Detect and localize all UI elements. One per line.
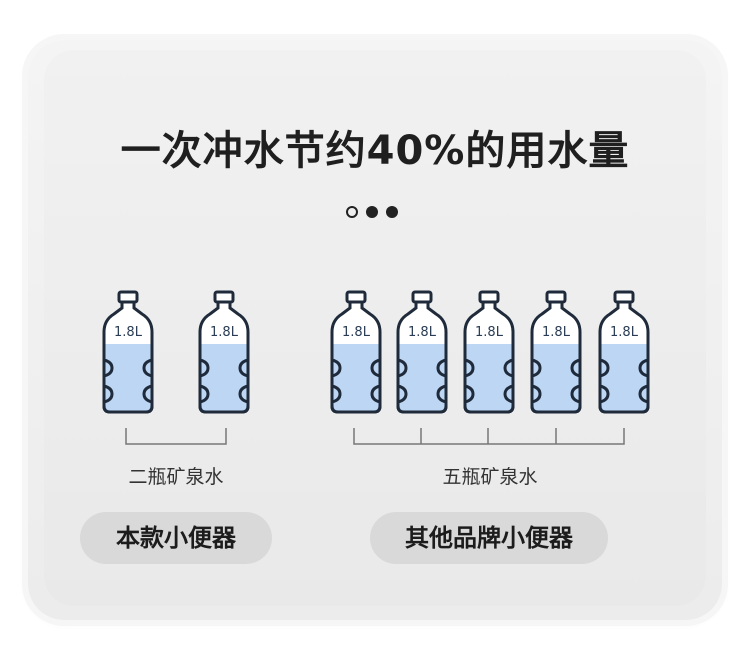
bottle-volume-label: 1.8L	[408, 325, 436, 340]
bottle-volume-label: 1.8L	[542, 325, 570, 340]
bottle-volume-label: 1.8L	[342, 325, 370, 340]
bottle-volume-label: 1.8L	[210, 325, 238, 340]
water-bottle-icon: 1.8L	[528, 290, 584, 416]
water-bottle-icon: 1.8L	[461, 290, 517, 416]
carousel-indicator[interactable]	[346, 206, 406, 220]
carousel-dot-2[interactable]	[366, 206, 378, 218]
water-bottle-icon: 1.8L	[328, 290, 384, 416]
group-bracket-right	[353, 428, 625, 445]
water-bottle-icon: 1.8L	[394, 290, 450, 416]
bottle-volume-label: 1.8L	[475, 325, 503, 340]
carousel-dot-3[interactable]	[386, 206, 398, 218]
caption-five-bottles: 五瓶矿泉水	[442, 466, 538, 488]
water-bottle-icon: 1.8L	[596, 290, 652, 416]
caption-two-bottles: 二瓶矿泉水	[128, 466, 224, 488]
group-bracket-left	[125, 428, 227, 445]
water-bottle-icon: 1.8L	[196, 290, 252, 416]
headline: 一次冲水节约40%的用水量	[120, 128, 630, 174]
product-label-this: 本款小便器	[80, 512, 272, 564]
bottle-volume-label: 1.8L	[114, 325, 142, 340]
carousel-dot-1[interactable]	[346, 206, 358, 218]
bottle-volume-label: 1.8L	[610, 325, 638, 340]
water-bottle-icon: 1.8L	[100, 290, 156, 416]
product-label-other: 其他品牌小便器	[370, 512, 608, 564]
